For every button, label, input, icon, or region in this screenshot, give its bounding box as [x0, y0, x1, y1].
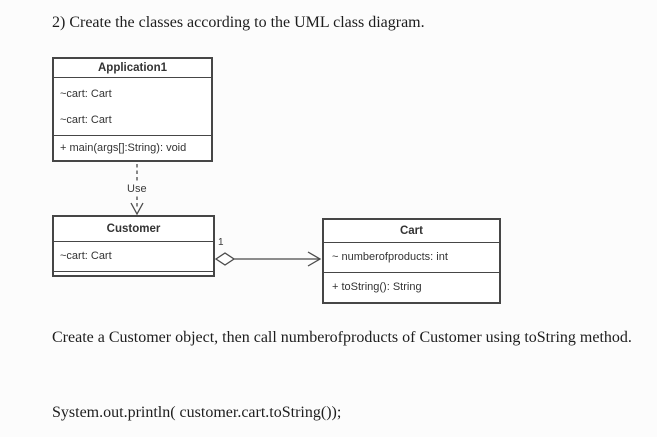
operations-compartment-empty — [54, 271, 213, 275]
operations-compartment: + toString(): String — [324, 272, 499, 302]
aggregation-diamond-icon — [215, 252, 236, 266]
attribute-numberofproducts: ~ numberofproducts: int — [332, 251, 448, 263]
attribute-cart: ~cart: Cart — [60, 250, 112, 262]
open-arrowhead-icon — [307, 251, 322, 267]
class-name-application1: Application1 — [97, 62, 167, 74]
operation-main: + main(args[]:String): void — [60, 142, 187, 154]
uml-class-customer: Customer ~cart: Cart — [52, 215, 215, 277]
attributes-compartment: ~cart: Cart — [54, 241, 213, 271]
attributes-compartment: ~ numberofproducts: int — [324, 242, 499, 272]
class-name-cart: Cart — [399, 225, 423, 237]
attribute-cart-2: ~cart: Cart — [60, 114, 112, 126]
operation-tostring: + toString(): String — [332, 281, 422, 293]
exercise-title: 2) Create the classes according to the U… — [52, 14, 425, 31]
operations-compartment: + main(args[]:String): void — [54, 135, 211, 160]
class-name-customer: Customer — [106, 223, 161, 235]
open-arrowhead-icon — [130, 202, 144, 215]
attributes-compartment: ~cart: Cart ~cart: Cart — [54, 77, 211, 135]
aggregation-connector — [215, 251, 322, 267]
attribute-cart-1: ~cart: Cart — [60, 88, 112, 100]
code-line: System.out.println( customer.cart.toStri… — [52, 404, 342, 421]
uml-class-application1: Application1 ~cart: Cart ~cart: Cart + m… — [52, 57, 213, 162]
instruction-text: Create a Customer object, then call numb… — [52, 329, 632, 346]
uml-class-cart: Cart ~ numberofproducts: int + toString(… — [322, 218, 501, 304]
use-dependency-label: Use — [126, 183, 148, 195]
multiplicity-label: 1 — [218, 237, 224, 248]
